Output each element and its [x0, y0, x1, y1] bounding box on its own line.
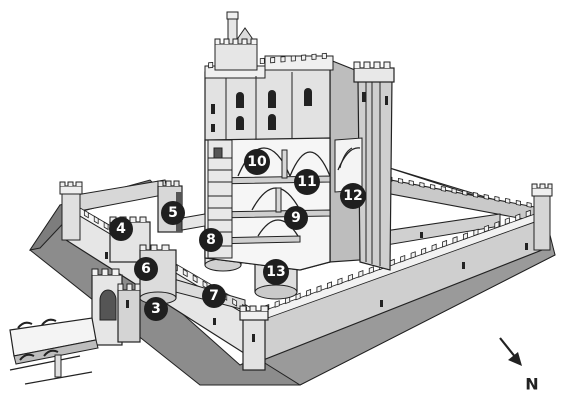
callout-4-label: 4 — [116, 221, 126, 237]
merlon — [410, 251, 416, 259]
merlon — [494, 221, 500, 229]
merlon — [93, 215, 99, 225]
merlon — [452, 236, 458, 244]
callout-7: 7 — [202, 284, 226, 308]
merlon — [103, 221, 109, 231]
callout-3: 3 — [144, 297, 168, 321]
merlon — [192, 274, 198, 284]
callout-11: 11 — [294, 169, 320, 195]
north-arrow: N — [499, 337, 539, 394]
merlon — [368, 266, 374, 274]
callout-5-label: 5 — [168, 205, 178, 221]
callout-10: 10 — [244, 149, 270, 175]
merlon — [419, 182, 425, 188]
merlon — [358, 270, 364, 278]
merlon — [400, 254, 406, 263]
drawbridge — [9, 317, 99, 385]
callout-8-label: 8 — [206, 232, 216, 248]
callout-8: 8 — [199, 228, 223, 252]
merlon — [270, 57, 276, 64]
merlon — [473, 228, 479, 237]
merlon — [274, 300, 280, 308]
arrow-slits — [105, 232, 528, 325]
callout-12-label: 12 — [343, 188, 362, 204]
merlon — [462, 190, 468, 196]
merlon — [504, 217, 510, 225]
merlon — [462, 232, 468, 241]
merlon — [505, 198, 511, 204]
callout-5: 5 — [161, 201, 185, 225]
callout-badges: 3 4 5 6 7 8 9 — [109, 149, 366, 321]
merlon — [290, 55, 296, 62]
merlon — [301, 54, 307, 61]
merlon — [515, 200, 521, 206]
battlements-northeast — [387, 176, 532, 208]
callout-12: 12 — [340, 183, 366, 209]
callout-13-label: 13 — [266, 264, 285, 280]
barbican — [91, 268, 141, 346]
merlon — [494, 196, 500, 202]
merlon — [321, 52, 327, 60]
merlon — [280, 56, 286, 63]
merlon — [431, 243, 437, 252]
merlon — [472, 192, 479, 198]
merlon — [525, 209, 531, 218]
corner-tower-south — [239, 305, 269, 371]
merlon — [208, 62, 214, 69]
keep-pilasters — [225, 72, 293, 140]
merlon — [483, 224, 489, 233]
callout-6: 6 — [134, 257, 158, 281]
callout-10-label: 10 — [247, 154, 267, 170]
merlon — [311, 53, 317, 60]
merlon — [326, 281, 332, 290]
callout-13: 13 — [263, 259, 289, 285]
merlon — [451, 188, 457, 194]
merlon — [347, 273, 353, 282]
arrow-south-east-icon — [508, 352, 522, 366]
merlon — [442, 239, 448, 248]
compass-label: N — [525, 375, 538, 394]
battlements-southeast — [264, 209, 531, 312]
callout-9-label: 9 — [291, 210, 301, 226]
callout-7-label: 7 — [209, 288, 219, 304]
merlon — [83, 209, 89, 219]
keep-windows — [211, 88, 312, 132]
merlon — [483, 194, 489, 200]
merlon — [316, 285, 322, 293]
merlon — [526, 202, 532, 208]
corner-tower-east — [531, 183, 553, 251]
merlon — [182, 268, 188, 278]
callout-6-label: 6 — [141, 261, 151, 277]
merlon — [430, 184, 436, 190]
callout-4: 4 — [109, 217, 133, 241]
corner-tower-west — [59, 181, 83, 241]
merlon — [440, 186, 446, 192]
callout-3-label: 3 — [151, 301, 161, 317]
merlon — [295, 292, 301, 301]
merlon — [421, 247, 427, 256]
merlon — [408, 180, 414, 186]
merlon — [337, 277, 343, 286]
callout-11-label: 11 — [297, 174, 316, 190]
merlon — [397, 178, 404, 184]
callout-9: 9 — [284, 206, 308, 230]
stone-bridge — [181, 213, 206, 231]
merlon — [259, 57, 265, 65]
keep-top-turret — [214, 11, 258, 71]
merlon — [515, 213, 521, 222]
merlon — [232, 297, 238, 307]
keep-columns — [275, 149, 288, 213]
merlon — [389, 258, 395, 267]
merlon — [306, 288, 312, 297]
